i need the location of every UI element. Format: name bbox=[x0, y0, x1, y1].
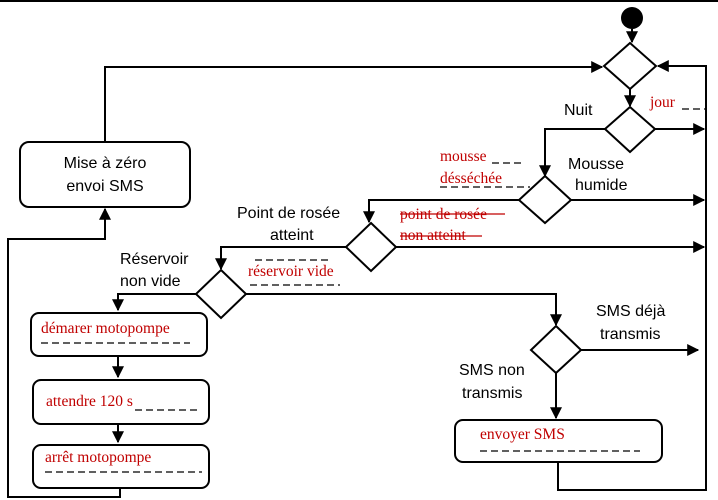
start-pump-label: démarer motopompe bbox=[41, 320, 170, 337]
stop-pump-label: arrêt motopompe bbox=[45, 449, 151, 466]
label-moss-dry-2: désséchée bbox=[440, 170, 502, 187]
label-sms-not-2: transmis bbox=[462, 385, 522, 402]
tank-diamond bbox=[194, 268, 248, 320]
flow-night-to-moss bbox=[539, 128, 605, 178]
label-sms-sent-2: transmis bbox=[600, 326, 660, 343]
merge-diamond bbox=[602, 41, 658, 91]
flow-tank-empty-to-sms bbox=[246, 293, 562, 327]
send-sms-label: envoyer SMS bbox=[480, 426, 565, 443]
label-moss-wet-2: humide bbox=[575, 177, 628, 194]
flow-tank-to-pump bbox=[112, 293, 196, 312]
flow-dew-to-tank bbox=[215, 246, 346, 271]
sms-diamond bbox=[529, 324, 583, 375]
flow-reset-to-merge bbox=[104, 61, 604, 142]
label-tank-not-empty-1: Réservoir bbox=[120, 251, 189, 268]
label-dew-reached-1: Point de rosée bbox=[237, 205, 340, 222]
label-sms-sent-1: SMS déjà bbox=[596, 303, 665, 320]
reset-sms-box bbox=[19, 141, 191, 208]
label-moss-wet-1: Mousse bbox=[568, 156, 624, 173]
label-tank-not-empty-2: non vide bbox=[120, 273, 181, 290]
flow-moss-dry-to-dew bbox=[363, 199, 519, 224]
label-sms-not-1: SMS non bbox=[459, 362, 525, 379]
wait-label: attendre 120 s bbox=[46, 393, 133, 410]
day-night-diamond bbox=[603, 105, 657, 154]
flow-stop-to-reset bbox=[7, 207, 121, 498]
moss-diamond bbox=[517, 174, 573, 225]
label-dew-reached-2: atteint bbox=[270, 227, 314, 244]
loop-back-right bbox=[557, 60, 707, 491]
label-night: Nuit bbox=[564, 102, 593, 119]
start-node bbox=[621, 7, 643, 29]
label-moss-dry-1: mousse bbox=[440, 148, 487, 165]
reset-box-line1: Mise à zéro bbox=[64, 155, 147, 172]
dew-diamond bbox=[344, 221, 398, 273]
label-day: jour bbox=[649, 94, 676, 111]
wait-box bbox=[32, 379, 210, 425]
reset-box-line2: envoi SMS bbox=[66, 178, 143, 195]
label-tank-empty: réservoir vide bbox=[248, 263, 334, 280]
